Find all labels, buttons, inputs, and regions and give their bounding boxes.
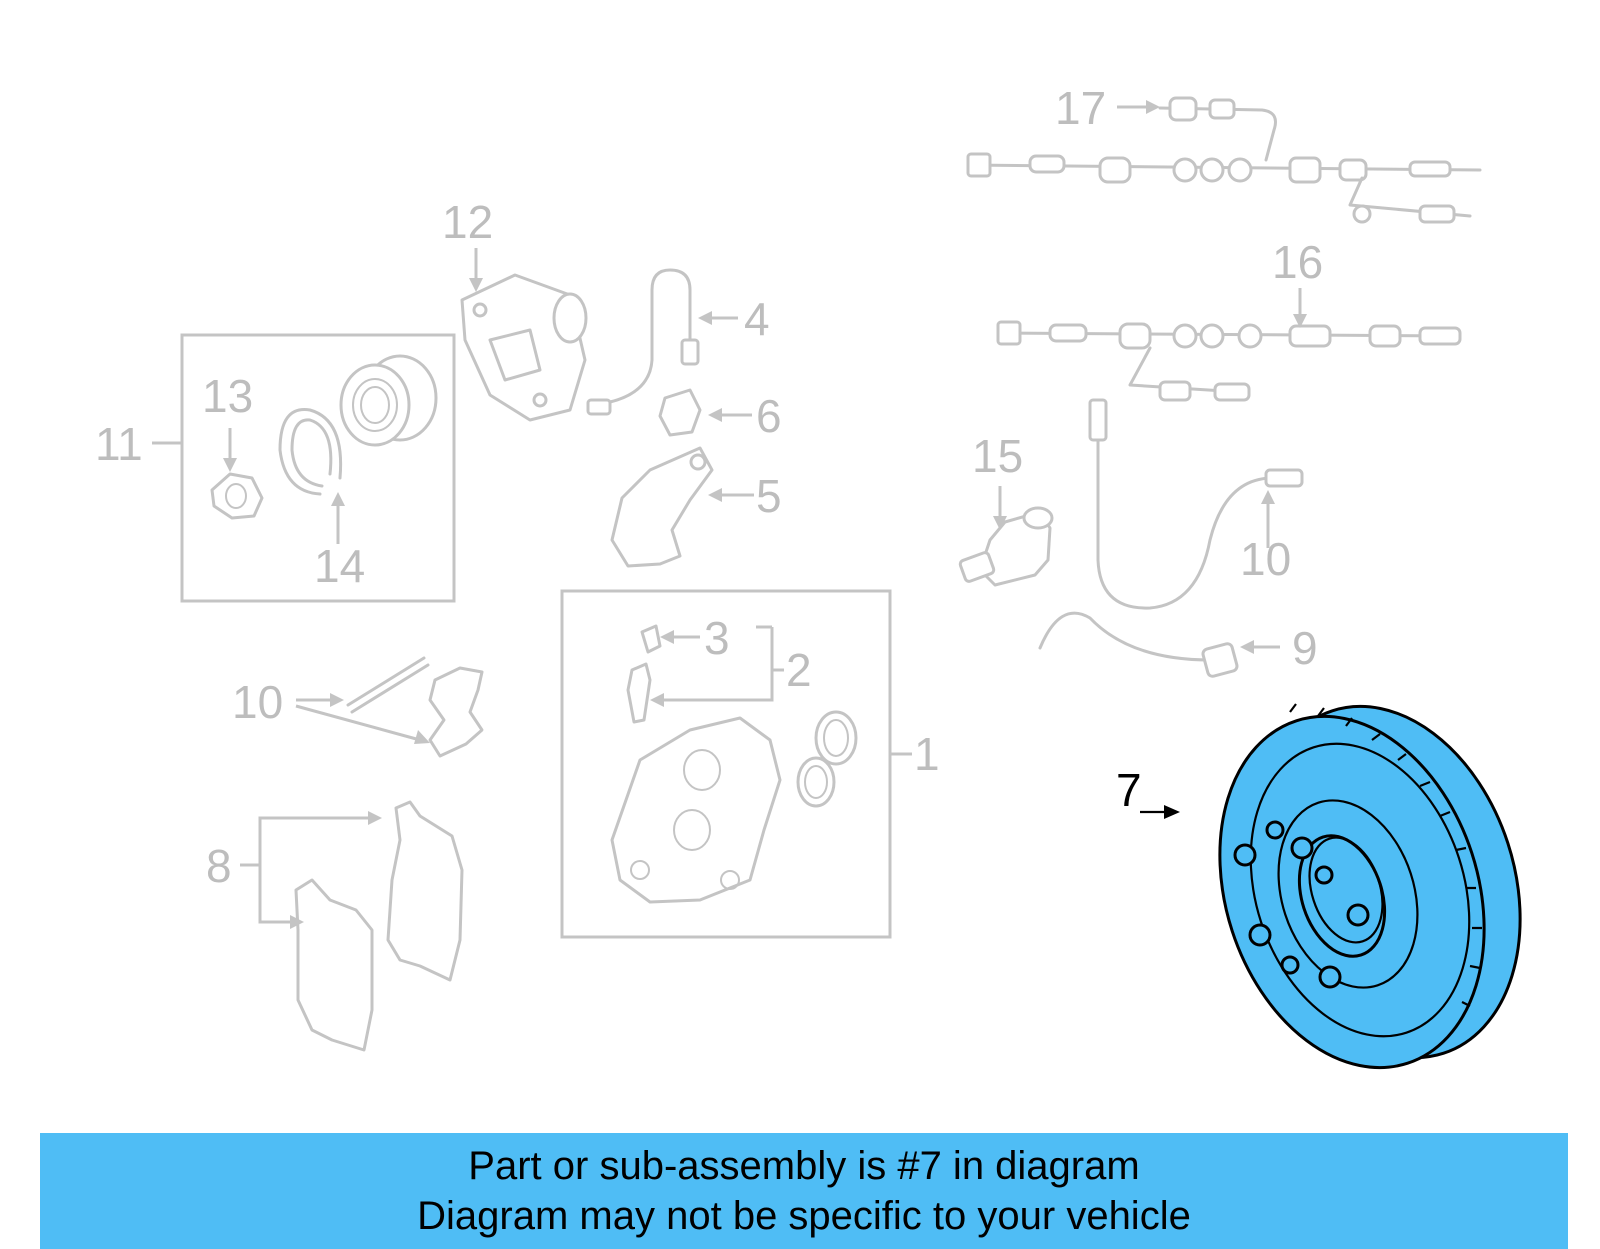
callout-12: 12 bbox=[442, 196, 493, 248]
callout-4: 4 bbox=[744, 293, 770, 345]
callout-16: 16 bbox=[1272, 236, 1323, 288]
part-12-wheel-carrier[interactable] bbox=[460, 248, 588, 422]
callout-13: 13 bbox=[202, 370, 253, 422]
callout-7: 7 bbox=[1116, 764, 1142, 816]
callout-17: 17 bbox=[1055, 82, 1106, 134]
part-13-nut[interactable] bbox=[210, 428, 264, 520]
callout-3: 3 bbox=[704, 612, 730, 664]
part-10-guide-pin[interactable] bbox=[295, 656, 484, 758]
callout-14: 14 bbox=[314, 540, 365, 592]
part-15-speed-sensor[interactable] bbox=[958, 486, 1054, 587]
callout-2: 2 bbox=[786, 644, 812, 696]
assembly-box-11 bbox=[180, 333, 456, 603]
assembly-box-1 bbox=[560, 589, 892, 939]
callout-8: 8 bbox=[206, 840, 232, 892]
info-banner: Part or sub-assembly is #7 in diagram Di… bbox=[40, 1133, 1568, 1249]
part-10-brake-hose[interactable] bbox=[1088, 398, 1304, 610]
part-6-clip[interactable] bbox=[658, 388, 752, 437]
callout-9: 9 bbox=[1292, 622, 1318, 674]
banner-line-disclaimer: Diagram may not be specific to your vehi… bbox=[417, 1194, 1191, 1238]
callout-1: 1 bbox=[914, 728, 940, 780]
part-4-brake-line[interactable] bbox=[586, 268, 738, 416]
part-11-wheel-bearing[interactable] bbox=[152, 354, 438, 447]
part-17-wear-sensor-harness[interactable] bbox=[966, 96, 1482, 224]
part-5-bracket[interactable] bbox=[610, 446, 754, 568]
callout-11: 11 bbox=[95, 418, 143, 470]
part-9-sensor-cable[interactable] bbox=[1038, 611, 1280, 678]
part-14-snap-ring[interactable] bbox=[278, 408, 345, 545]
part-7-brake-rotor[interactable] bbox=[1140, 672, 1563, 1102]
part-2-bolt[interactable] bbox=[626, 625, 784, 724]
callout-10-right: 10 bbox=[1240, 533, 1291, 585]
callout-10-left: 10 bbox=[232, 676, 283, 728]
banner-line-part: Part or sub-assembly is #7 in diagram bbox=[468, 1144, 1140, 1188]
callout-15: 15 bbox=[972, 430, 1023, 482]
part-1-caliper[interactable] bbox=[610, 710, 912, 904]
callout-5: 5 bbox=[756, 470, 782, 522]
part-8-brake-pads[interactable] bbox=[240, 800, 464, 1052]
part-3-bleeder[interactable] bbox=[640, 624, 700, 654]
part-16-wear-sensor-harness[interactable] bbox=[996, 288, 1462, 402]
callout-6: 6 bbox=[756, 390, 782, 442]
